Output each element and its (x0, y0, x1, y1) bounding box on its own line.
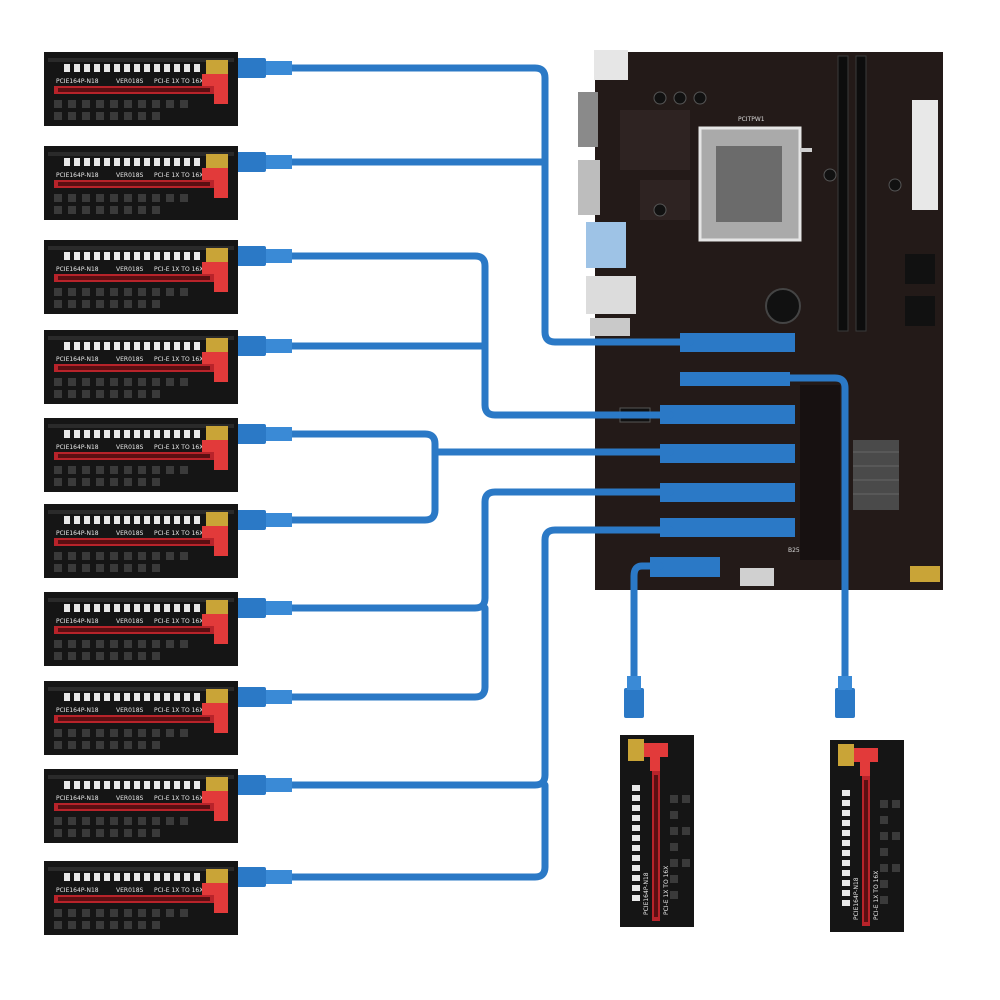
riser-version: VER018S (116, 172, 144, 179)
riser-spec: PCI-E 1X TO 16X (663, 866, 670, 915)
riser-spec: PCI-E 1X TO 16X (154, 707, 203, 714)
io-port-vga (578, 92, 598, 147)
usb-plug (236, 687, 266, 707)
capacitor (765, 288, 801, 324)
riser-spec: PCI-E 1X TO 16X (154, 266, 203, 273)
riser-model: PCIE164P-N18 (643, 872, 650, 915)
riser-card-6: PCIE164P-N18 VER018S PCI-E 1X TO 16X (44, 504, 238, 578)
board-label-top: PCITPW1 (738, 116, 765, 123)
usb-plug (236, 152, 266, 172)
usb-plug (236, 867, 266, 887)
pcie-slot-7 (650, 557, 720, 577)
atx-power-connector (912, 100, 938, 210)
riser-card-8: PCIE164P-N18 VER018S PCI-E 1X TO 16X (44, 681, 238, 755)
riser-card-2: PCIE164P-N18 VER018S PCI-E 1X TO 16X (44, 146, 238, 220)
pcie-slot-6 (660, 518, 795, 537)
usb-plug (236, 424, 266, 444)
pcie-slot-4 (660, 444, 795, 463)
riser-version: VER018S (116, 887, 144, 894)
riser-model: PCIE164P-N18 (56, 266, 99, 273)
pcie-slot-1 (680, 333, 795, 352)
cable-7 (286, 488, 674, 612)
usb-plug (236, 598, 266, 618)
io-port-usb-blue (586, 222, 626, 268)
cable-5 (286, 430, 439, 524)
riser-model: PCIE164P-N18 (56, 707, 99, 714)
ram-slot-2 (855, 55, 867, 332)
riser-spec: PCI-E 1X TO 16X (154, 172, 203, 179)
riser-model: PCIE164P-N18 (56, 618, 99, 625)
riser-version: VER018S (116, 78, 144, 85)
io-port-audio (590, 318, 630, 336)
riser-spec: PCI-E 1X TO 16X (154, 530, 203, 537)
riser-spec: PCI-E 1X TO 16X (154, 887, 203, 894)
riser-card-4: PCIE164P-N18 VER018S PCI-E 1X TO 16X (44, 330, 238, 404)
cable-10 (286, 781, 549, 881)
riser-card-10: PCIE164P-N18 VER018S PCI-E 1X TO 16X (44, 861, 238, 935)
riser-card-12: PCIE164P-N18 PCI-E 1X TO 16X (830, 740, 904, 932)
cable-3 (286, 252, 674, 419)
cable-8 (286, 604, 489, 701)
cable-11 (630, 562, 664, 694)
usb-plug (236, 510, 266, 530)
riser-model: PCIE164P-N18 (853, 877, 860, 920)
ram-slot-1 (837, 55, 849, 332)
cable-1 (286, 64, 694, 346)
riser-model: PCIE164P-N18 (56, 78, 99, 85)
riser-spec: PCI-E 1X TO 16X (154, 444, 203, 451)
riser-cards-horizontal: PCIE164P-N18 VER018S PCI-E 1X TO 16X PCI… (44, 52, 238, 935)
chipset-heatsink (853, 440, 899, 510)
usb-plugs (236, 58, 855, 887)
riser-spec: PCI-E 1X TO 16X (154, 78, 203, 85)
usb-plug (835, 688, 855, 718)
riser-version: VER018S (116, 707, 144, 714)
motherboard: PCITPW1 B250BTC-12P (578, 50, 943, 590)
riser-spec: PCI-E 1X TO 16X (154, 618, 203, 625)
usb-plug (236, 775, 266, 795)
riser-card-9: PCIE164P-N18 VER018S PCI-E 1X TO 16X (44, 769, 238, 843)
riser-version: VER018S (116, 795, 144, 802)
riser-model: PCIE164P-N18 (56, 356, 99, 363)
riser-card-7: PCIE164P-N18 VER018S PCI-E 1X TO 16X (44, 592, 238, 666)
riser-cards-vertical: PCIE164P-N18 PCI-E 1X TO 16X PCIE164P-N1… (620, 735, 904, 932)
riser-card-3: PCIE164P-N18 VER018S PCI-E 1X TO 16X (44, 240, 238, 314)
riser-card-5: PCIE164P-N18 VER018S PCI-E 1X TO 16X (44, 418, 238, 492)
riser-model: PCIE164P-N18 (56, 795, 99, 802)
riser-spec: PCI-E 1X TO 16X (154, 795, 203, 802)
cable-12 (696, 374, 849, 694)
usb-plug (624, 688, 644, 718)
riser-model: PCIE164P-N18 (56, 887, 99, 894)
usb-plug (236, 246, 266, 266)
riser-spec: PCI-E 1X TO 16X (154, 356, 203, 363)
io-port-usb-top (594, 50, 628, 80)
riser-card-1: PCIE164P-N18 VER018S PCI-E 1X TO 16X (44, 52, 238, 126)
riser-model: PCIE164P-N18 (56, 172, 99, 179)
riser-version: VER018S (116, 266, 144, 273)
riser-spec: PCI-E 1X TO 16X (873, 871, 880, 920)
riser-version: VER018S (116, 618, 144, 625)
io-port-dvi (578, 160, 600, 215)
riser-version: VER018S (116, 356, 144, 363)
pcie-slot-5 (660, 483, 795, 502)
pcie-slot-3 (660, 405, 795, 424)
riser-version: VER018S (116, 444, 144, 451)
riser-version: VER018S (116, 530, 144, 537)
usb-plug (236, 336, 266, 356)
io-port-ethernet (586, 276, 636, 314)
usb-plug (236, 58, 266, 78)
usb-cables (286, 64, 849, 881)
riser-model: PCIE164P-N18 (56, 530, 99, 537)
riser-card-11: PCIE164P-N18 PCI-E 1X TO 16X (620, 735, 694, 927)
riser-model: PCIE164P-N18 (56, 444, 99, 451)
cable-9 (286, 526, 674, 789)
